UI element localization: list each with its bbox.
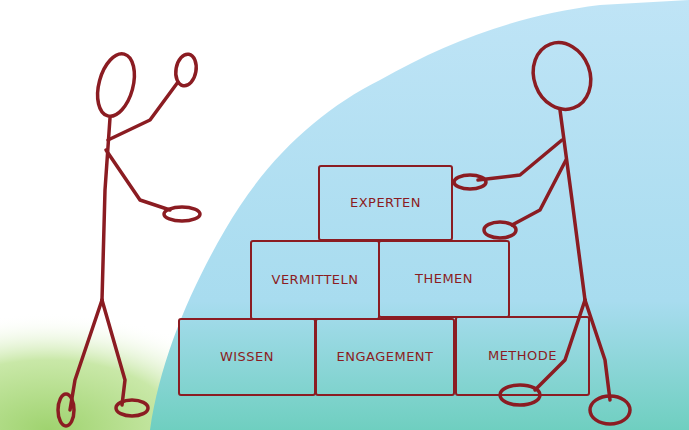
block-label: METHODE bbox=[486, 349, 559, 363]
right-stick-figure bbox=[454, 34, 630, 424]
block-label: VERMITTELN bbox=[269, 273, 360, 287]
pyramid-block: EXPERTEN bbox=[318, 165, 453, 241]
pyramid-block: ENGAGEMENT bbox=[315, 318, 455, 396]
block-label: ENGAGEMENT bbox=[334, 350, 435, 364]
pyramid-block: VERMITTELN bbox=[250, 240, 380, 320]
sky-blob bbox=[150, 0, 689, 430]
block-label: THEMEN bbox=[413, 272, 475, 286]
block-label: WISSEN bbox=[218, 350, 276, 364]
block-label: EXPERTEN bbox=[348, 196, 423, 210]
pyramid-block: WISSEN bbox=[178, 318, 316, 396]
pyramid-block: METHODE bbox=[455, 316, 590, 396]
pyramid-block: THEMEN bbox=[378, 240, 510, 318]
